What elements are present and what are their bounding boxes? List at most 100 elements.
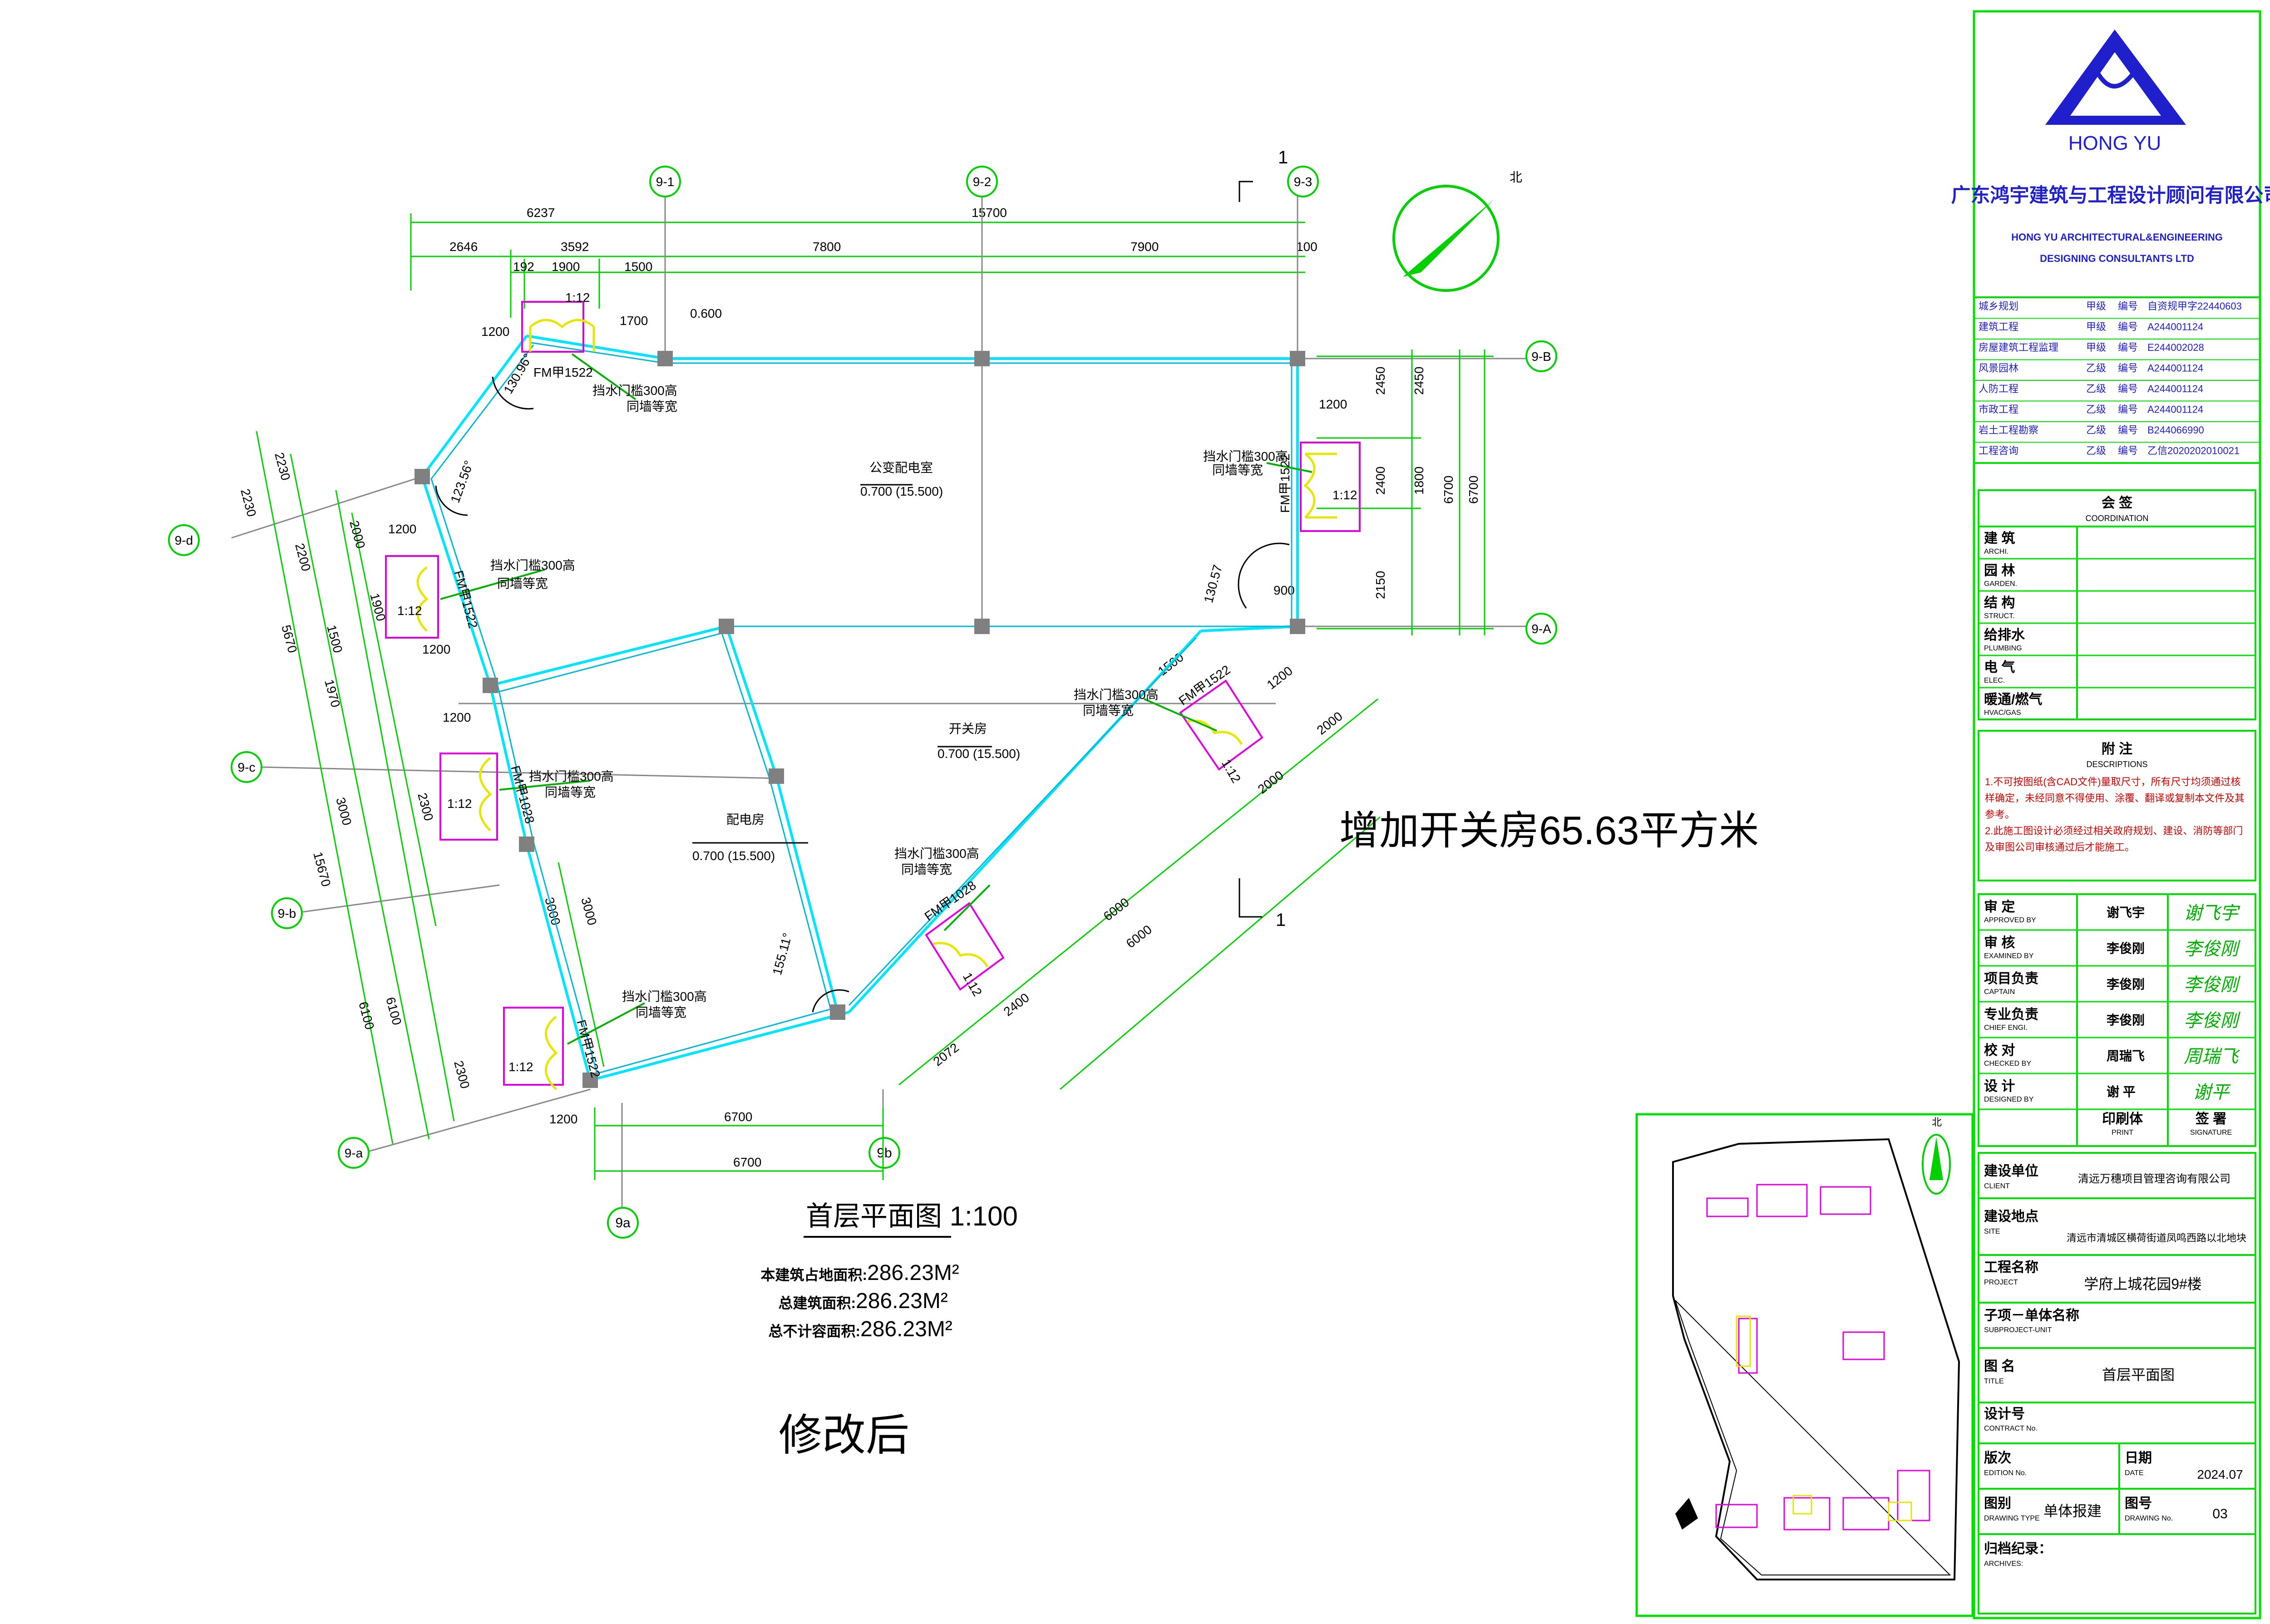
- grid-9b: 9b: [877, 1146, 892, 1161]
- dim-1200-l1: 1200: [388, 522, 416, 536]
- qual-grade: 乙级: [2086, 404, 2106, 415]
- type-value: 单体报建: [2043, 1503, 2102, 1519]
- project-label-en: PROJECT: [1984, 1279, 2018, 1286]
- qual-no: A244001124: [2147, 404, 2203, 415]
- client-label-en: CLIENT: [1984, 1182, 2010, 1190]
- title-label-cn: 图 名: [1984, 1359, 2015, 1374]
- dim-6000-b: 6000: [1124, 922, 1155, 951]
- site-value: 清远市清城区横荷街道凤鸣西路以北地块: [2067, 1232, 2246, 1244]
- qual-grade: 乙级: [2086, 424, 2106, 436]
- section-label-top: 1: [1278, 148, 1288, 167]
- grid-9-b: 9-b: [278, 906, 296, 920]
- sign-name: 李俊刚: [2107, 1013, 2145, 1027]
- dim-1700: 1700: [620, 314, 648, 328]
- wall-note-1b: 同墙等宽: [627, 399, 677, 413]
- qual-grade: 甲级: [2086, 321, 2106, 333]
- wall-note-6: 挡水门槛300高: [894, 846, 979, 861]
- wall-note-4: 挡水门槛300高: [529, 769, 614, 783]
- door-code-2: FM甲1522: [1278, 453, 1292, 513]
- qual-no: A244001124: [2147, 363, 2203, 374]
- notes-body: 1.不可按图纸(含CAD文件)量取尺寸，所有尺寸均须通过核样确定，未经同意不得使…: [1985, 774, 2250, 856]
- section-markers: 1 1: [1239, 148, 1288, 930]
- dim-1970: 1970: [322, 678, 343, 709]
- top-dimensions: 6237 15700 2646 3592 7800 7900 100 192 1…: [410, 206, 1347, 411]
- dim-2300-a: 2300: [451, 1059, 472, 1090]
- angle-3: 130.57: [1201, 563, 1225, 605]
- company-name-en-2: DESIGNING CONSULTANTS LTD: [2040, 253, 2194, 264]
- angle-4: 155.11°: [770, 931, 794, 977]
- dim-1500: 1500: [624, 260, 652, 274]
- dim-2230-b: 2230: [272, 451, 293, 482]
- qual-name: 风景园林: [1979, 363, 2018, 374]
- company-name-en-1: HONG YU ARCHITECTURAL&ENGINEERING: [2011, 231, 2223, 243]
- dim-192: 192: [513, 260, 534, 274]
- key-north-label: 北: [1932, 1117, 1942, 1128]
- handwritten-signature: 李俊刚: [2184, 939, 2241, 960]
- room-labels: 公变配电室 0.700 (15.500) 开关房 0.700 (15.500) …: [692, 461, 1020, 863]
- area-label-2: 总建筑面积:: [778, 1295, 856, 1311]
- dim-1200-l2: 1200: [422, 642, 450, 656]
- dim-2230: 2230: [238, 487, 259, 518]
- qual-no-label: 编号: [2118, 363, 2138, 374]
- dim-6700-a: 6700: [1441, 476, 1456, 504]
- print-label-cn: 印刷体: [2102, 1112, 2143, 1127]
- sign-role-cn: 设 计: [1984, 1079, 2015, 1094]
- sign-role-cn: 审 定: [1984, 899, 2015, 915]
- handwritten-signature: 李俊刚: [2184, 1010, 2241, 1031]
- dim-2400-b: 2400: [1001, 990, 1032, 1019]
- logo-text: HONG YU: [2068, 132, 2161, 154]
- dim-2000-b: 2000: [1255, 768, 1286, 797]
- qual-no-label: 编号: [2118, 383, 2138, 394]
- right-dimensions: 2450 2400 2150 2450 1800 6700 6700 900: [1273, 349, 1494, 635]
- qual-no: E244002028: [2147, 342, 2204, 353]
- dim-3000-c: 3000: [578, 896, 599, 927]
- door-code-3: FM甲1522: [451, 569, 480, 630]
- signature-label-en: SIGNATURE: [2190, 1129, 2232, 1137]
- grid-bubbles: 9-1 9-2 9-3 9-B 9-A 9-d 9-c 9-b 9-a 9a 9…: [168, 166, 1557, 1239]
- coord-row-en: STRUCT.: [1984, 612, 2015, 620]
- note-2: 2.此施工图设计必须经过相关政府规划、建设、消防等部门及审图公司审核通过后才能施…: [1985, 825, 2243, 853]
- client-value: 清远万穗项目管理咨询有限公司: [2078, 1173, 2231, 1185]
- coord-row-cn: 园 林: [1984, 563, 2015, 578]
- grid-9-d: 9-d: [175, 533, 193, 547]
- room-3-name: 配电房: [726, 812, 765, 827]
- grid-9-2: 9-2: [973, 175, 991, 189]
- grid-9-A: 9-A: [1531, 622, 1551, 636]
- door-code-7: FM甲1522: [1176, 663, 1233, 708]
- area-value-1: 286.23M²: [867, 1261, 959, 1285]
- client-label-cn: 建设单位: [1984, 1163, 2038, 1179]
- wall-note-5b: 同墙等宽: [636, 1005, 686, 1019]
- qual-no-label: 编号: [2118, 342, 2138, 353]
- dim-6700-b: 6700: [1466, 476, 1480, 504]
- qual-name: 工程咨询: [1979, 445, 2018, 457]
- sign-name: 谢 平: [2107, 1085, 2136, 1099]
- dim-2450-a: 2450: [1373, 367, 1387, 395]
- dim-1900: 1900: [552, 260, 580, 274]
- qual-no: B244066990: [2147, 424, 2204, 436]
- title-block: HONG YU 广东鸿宇建筑与工程设计顾问有限公司 HONG YU ARCHIT…: [1951, 10, 2270, 1619]
- ramp-slope-3: 1:12: [397, 604, 422, 618]
- coordination-title-cn: 会 签: [2102, 495, 2132, 511]
- angle-labels: 130.96° 123.56° 130.57 155.11° 0.600: [448, 306, 1225, 977]
- dim-6100: 6100: [356, 1000, 377, 1031]
- sign-name: 李俊刚: [2107, 941, 2145, 955]
- sign-role-en: CHECKED BY: [1984, 1060, 2031, 1068]
- sign-role-en: EXAMINED BY: [1984, 952, 2034, 960]
- site-label-cn: 建设地点: [1984, 1209, 2038, 1224]
- room-1-level: 0.700 (15.500): [860, 484, 943, 498]
- subproject-label-en: SUBPROJECT-UNIT: [1984, 1326, 2052, 1334]
- wall-note-1: 挡水门槛300高: [592, 384, 677, 398]
- ramp-slope-5: 1:12: [508, 1060, 533, 1074]
- sign-role-cn: 项目负责: [1984, 971, 2038, 986]
- dim-7800: 7800: [813, 240, 841, 254]
- sign-role-en: DESIGNED BY: [1984, 1096, 2034, 1103]
- qual-no: A244001124: [2147, 383, 2203, 394]
- dim-2450-b: 2450: [1412, 367, 1426, 395]
- wall-note-3b: 同墙等宽: [497, 576, 548, 591]
- sign-name: 谢飞宇: [2107, 906, 2145, 920]
- contract-label-cn: 设计号: [1984, 1407, 2025, 1422]
- added-room-note: 增加开关房65.63平方米: [1339, 808, 1759, 853]
- handwritten-signature: 周瑞飞: [2184, 1046, 2240, 1067]
